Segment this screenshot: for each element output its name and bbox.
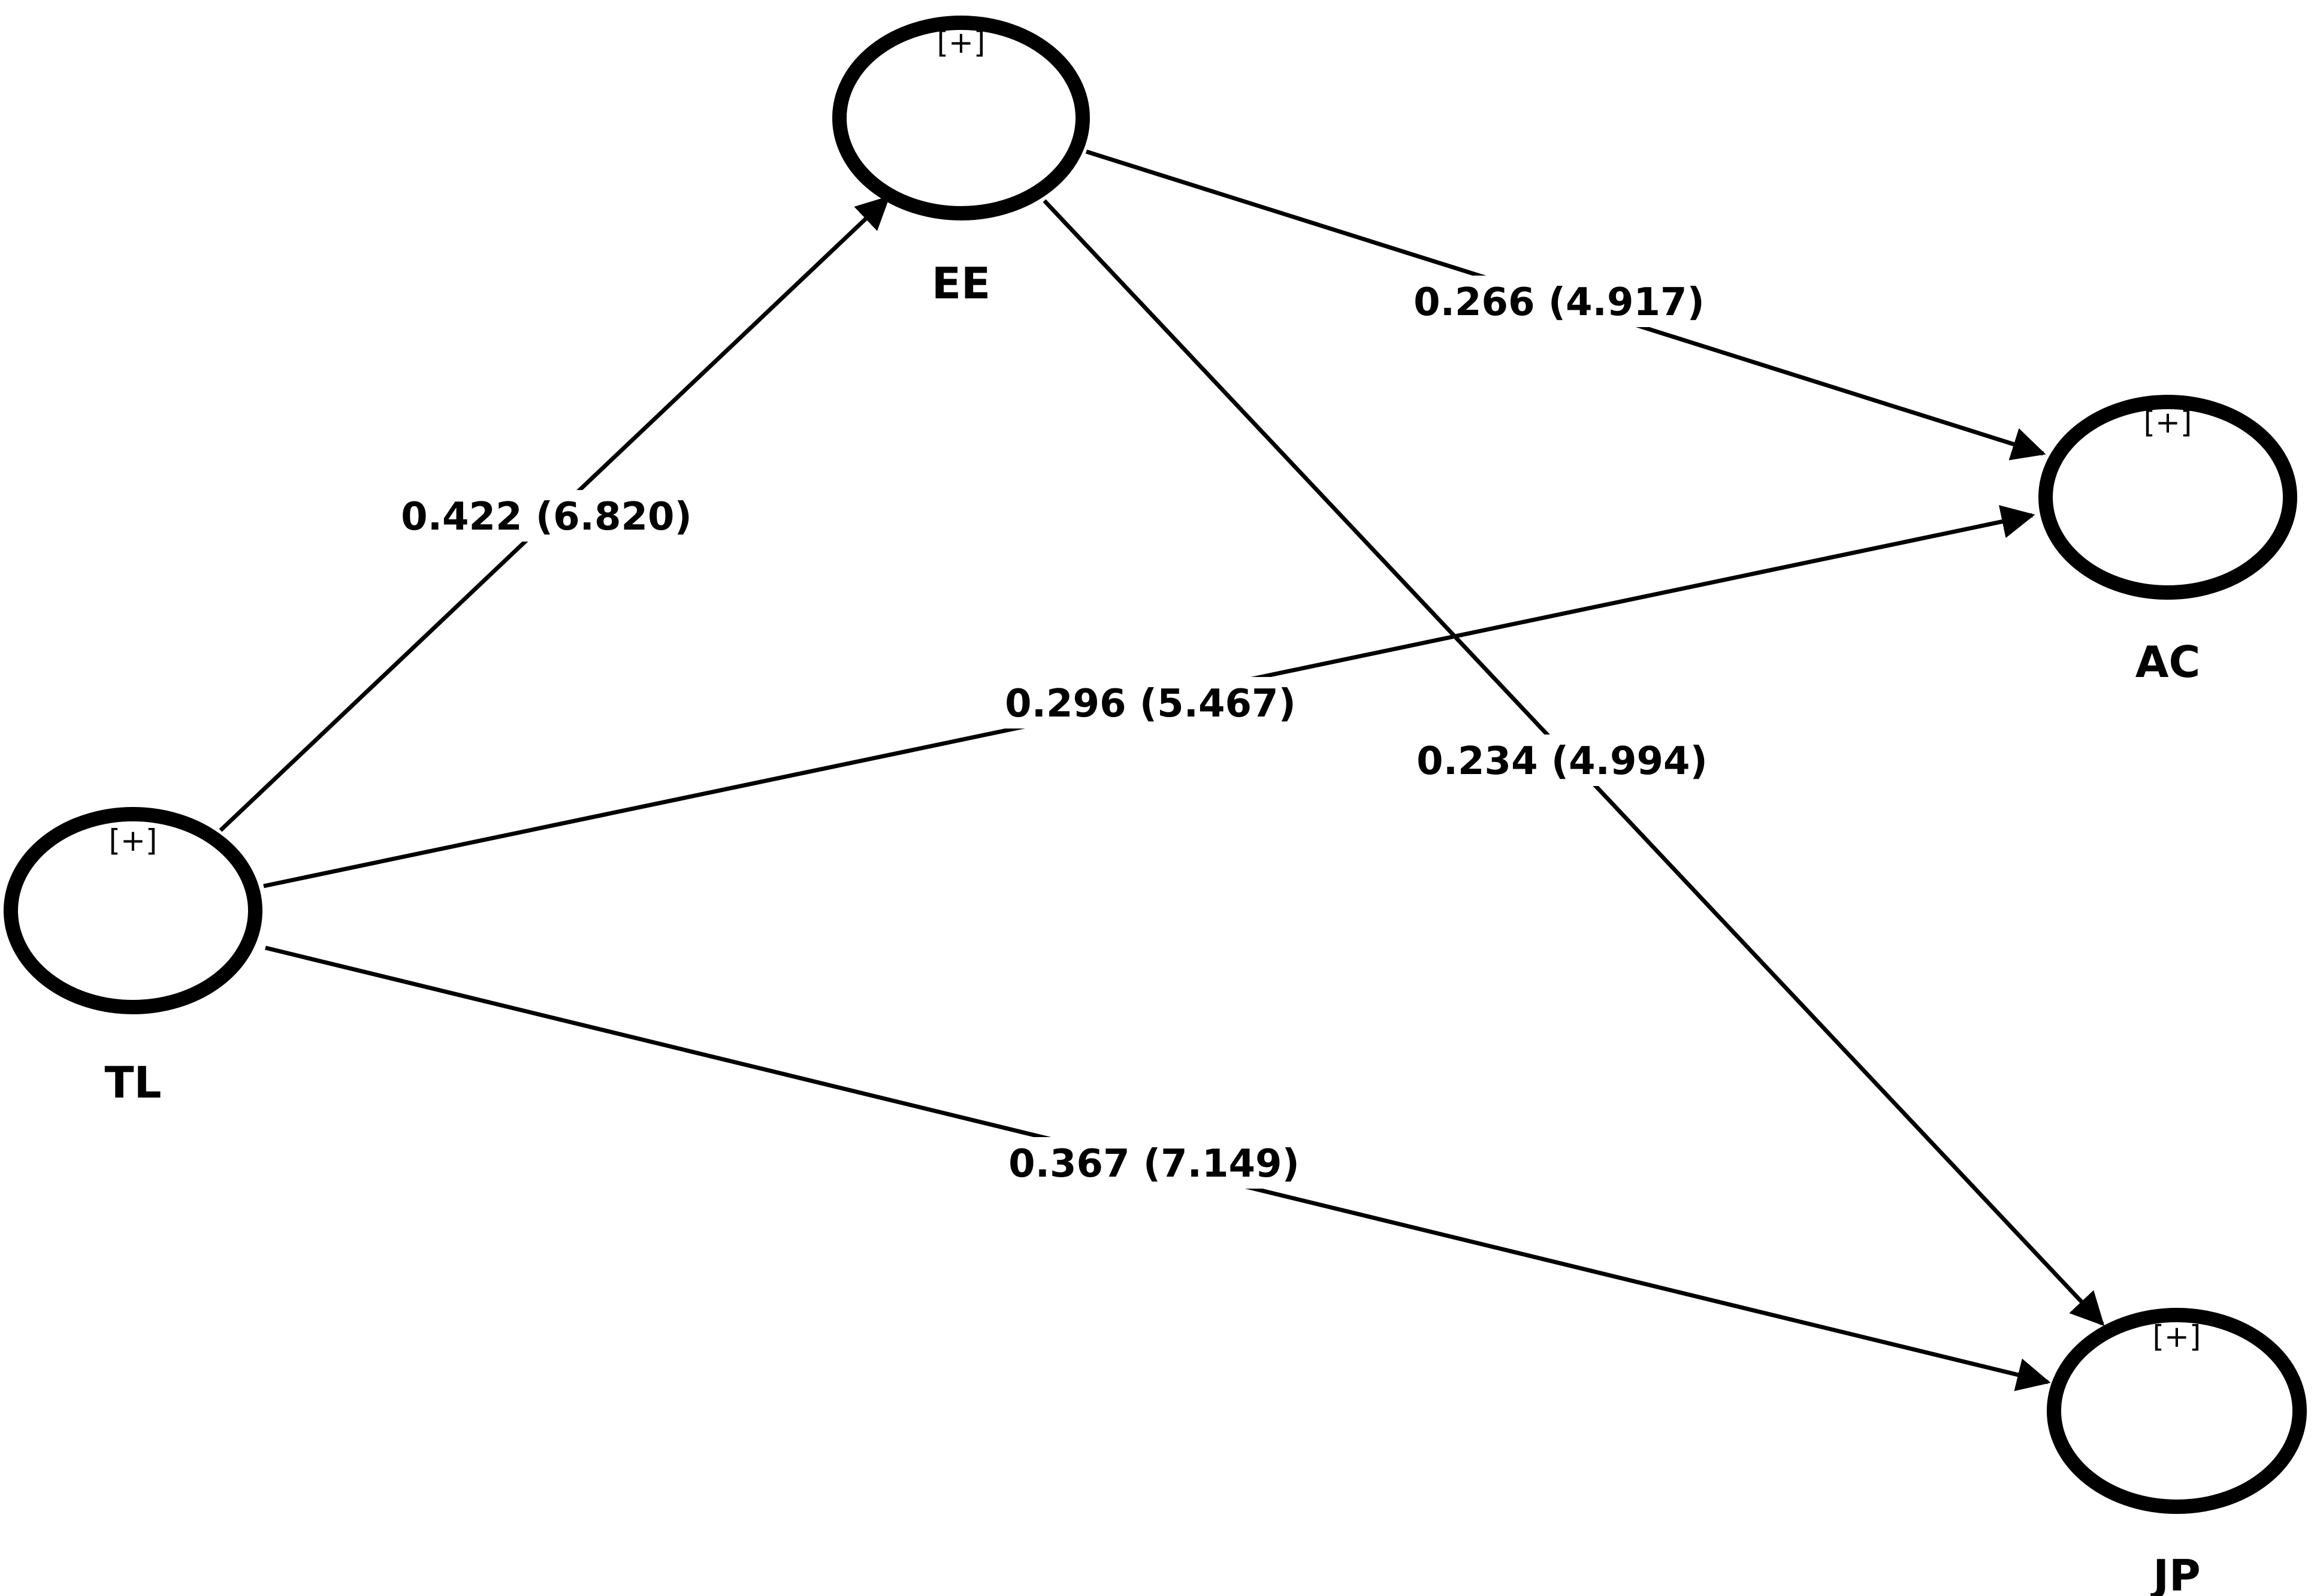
path-labels: 0.422 (6.820) 0.266 (4.917) 0.296 (5.467… (400, 276, 1708, 1189)
node-ee[interactable]: [+] EE (832, 16, 1090, 309)
node-ac[interactable]: [+] AC (2038, 395, 2297, 687)
expand-marker[interactable]: [+] (109, 823, 158, 858)
path-coefficient-tl-ac: 0.296 (5.467) (1005, 682, 1296, 726)
path-label-tl-ee: 0.422 (6.820) (400, 490, 693, 542)
label-background (1416, 734, 1708, 786)
path-label-ee-ac: 0.266 (4.917) (1413, 276, 1705, 327)
path-coefficient-tl-ee: 0.422 (6.820) (401, 495, 692, 539)
node-jp[interactable]: [+] JP (2047, 1308, 2307, 1596)
expand-marker[interactable]: [+] (2153, 1319, 2201, 1354)
node-label: AC (2135, 637, 2201, 687)
label-background (1008, 1137, 1300, 1189)
path-coefficient-ee-ac: 0.266 (4.917) (1413, 280, 1705, 325)
construct-circle[interactable] (832, 16, 1090, 220)
node-label: EE (932, 258, 990, 309)
node-label: JP (2150, 1550, 2201, 1596)
path-coefficient-tl-jp: 0.367 (7.149) (1008, 1142, 1300, 1186)
expand-marker[interactable]: [+] (2144, 405, 2192, 440)
label-background (1004, 677, 1297, 729)
construct-circle[interactable] (2047, 1308, 2307, 1514)
expand-marker[interactable]: [+] (937, 25, 986, 60)
label-background (400, 490, 693, 542)
path-coefficient-ee-jp: 0.234 (4.994) (1416, 739, 1708, 784)
construct-circle[interactable] (2038, 395, 2297, 600)
paths (219, 149, 2105, 1392)
label-background (1413, 276, 1705, 327)
node-label: TL (105, 1057, 162, 1108)
path-label-tl-ac: 0.296 (5.467) (1004, 677, 1297, 729)
node-tl[interactable]: [+] TL (4, 807, 262, 1108)
path-label-ee-jp: 0.234 (4.994) (1416, 734, 1708, 786)
construct-circle[interactable] (4, 807, 262, 1014)
path-label-tl-jp: 0.367 (7.149) (1008, 1137, 1300, 1189)
